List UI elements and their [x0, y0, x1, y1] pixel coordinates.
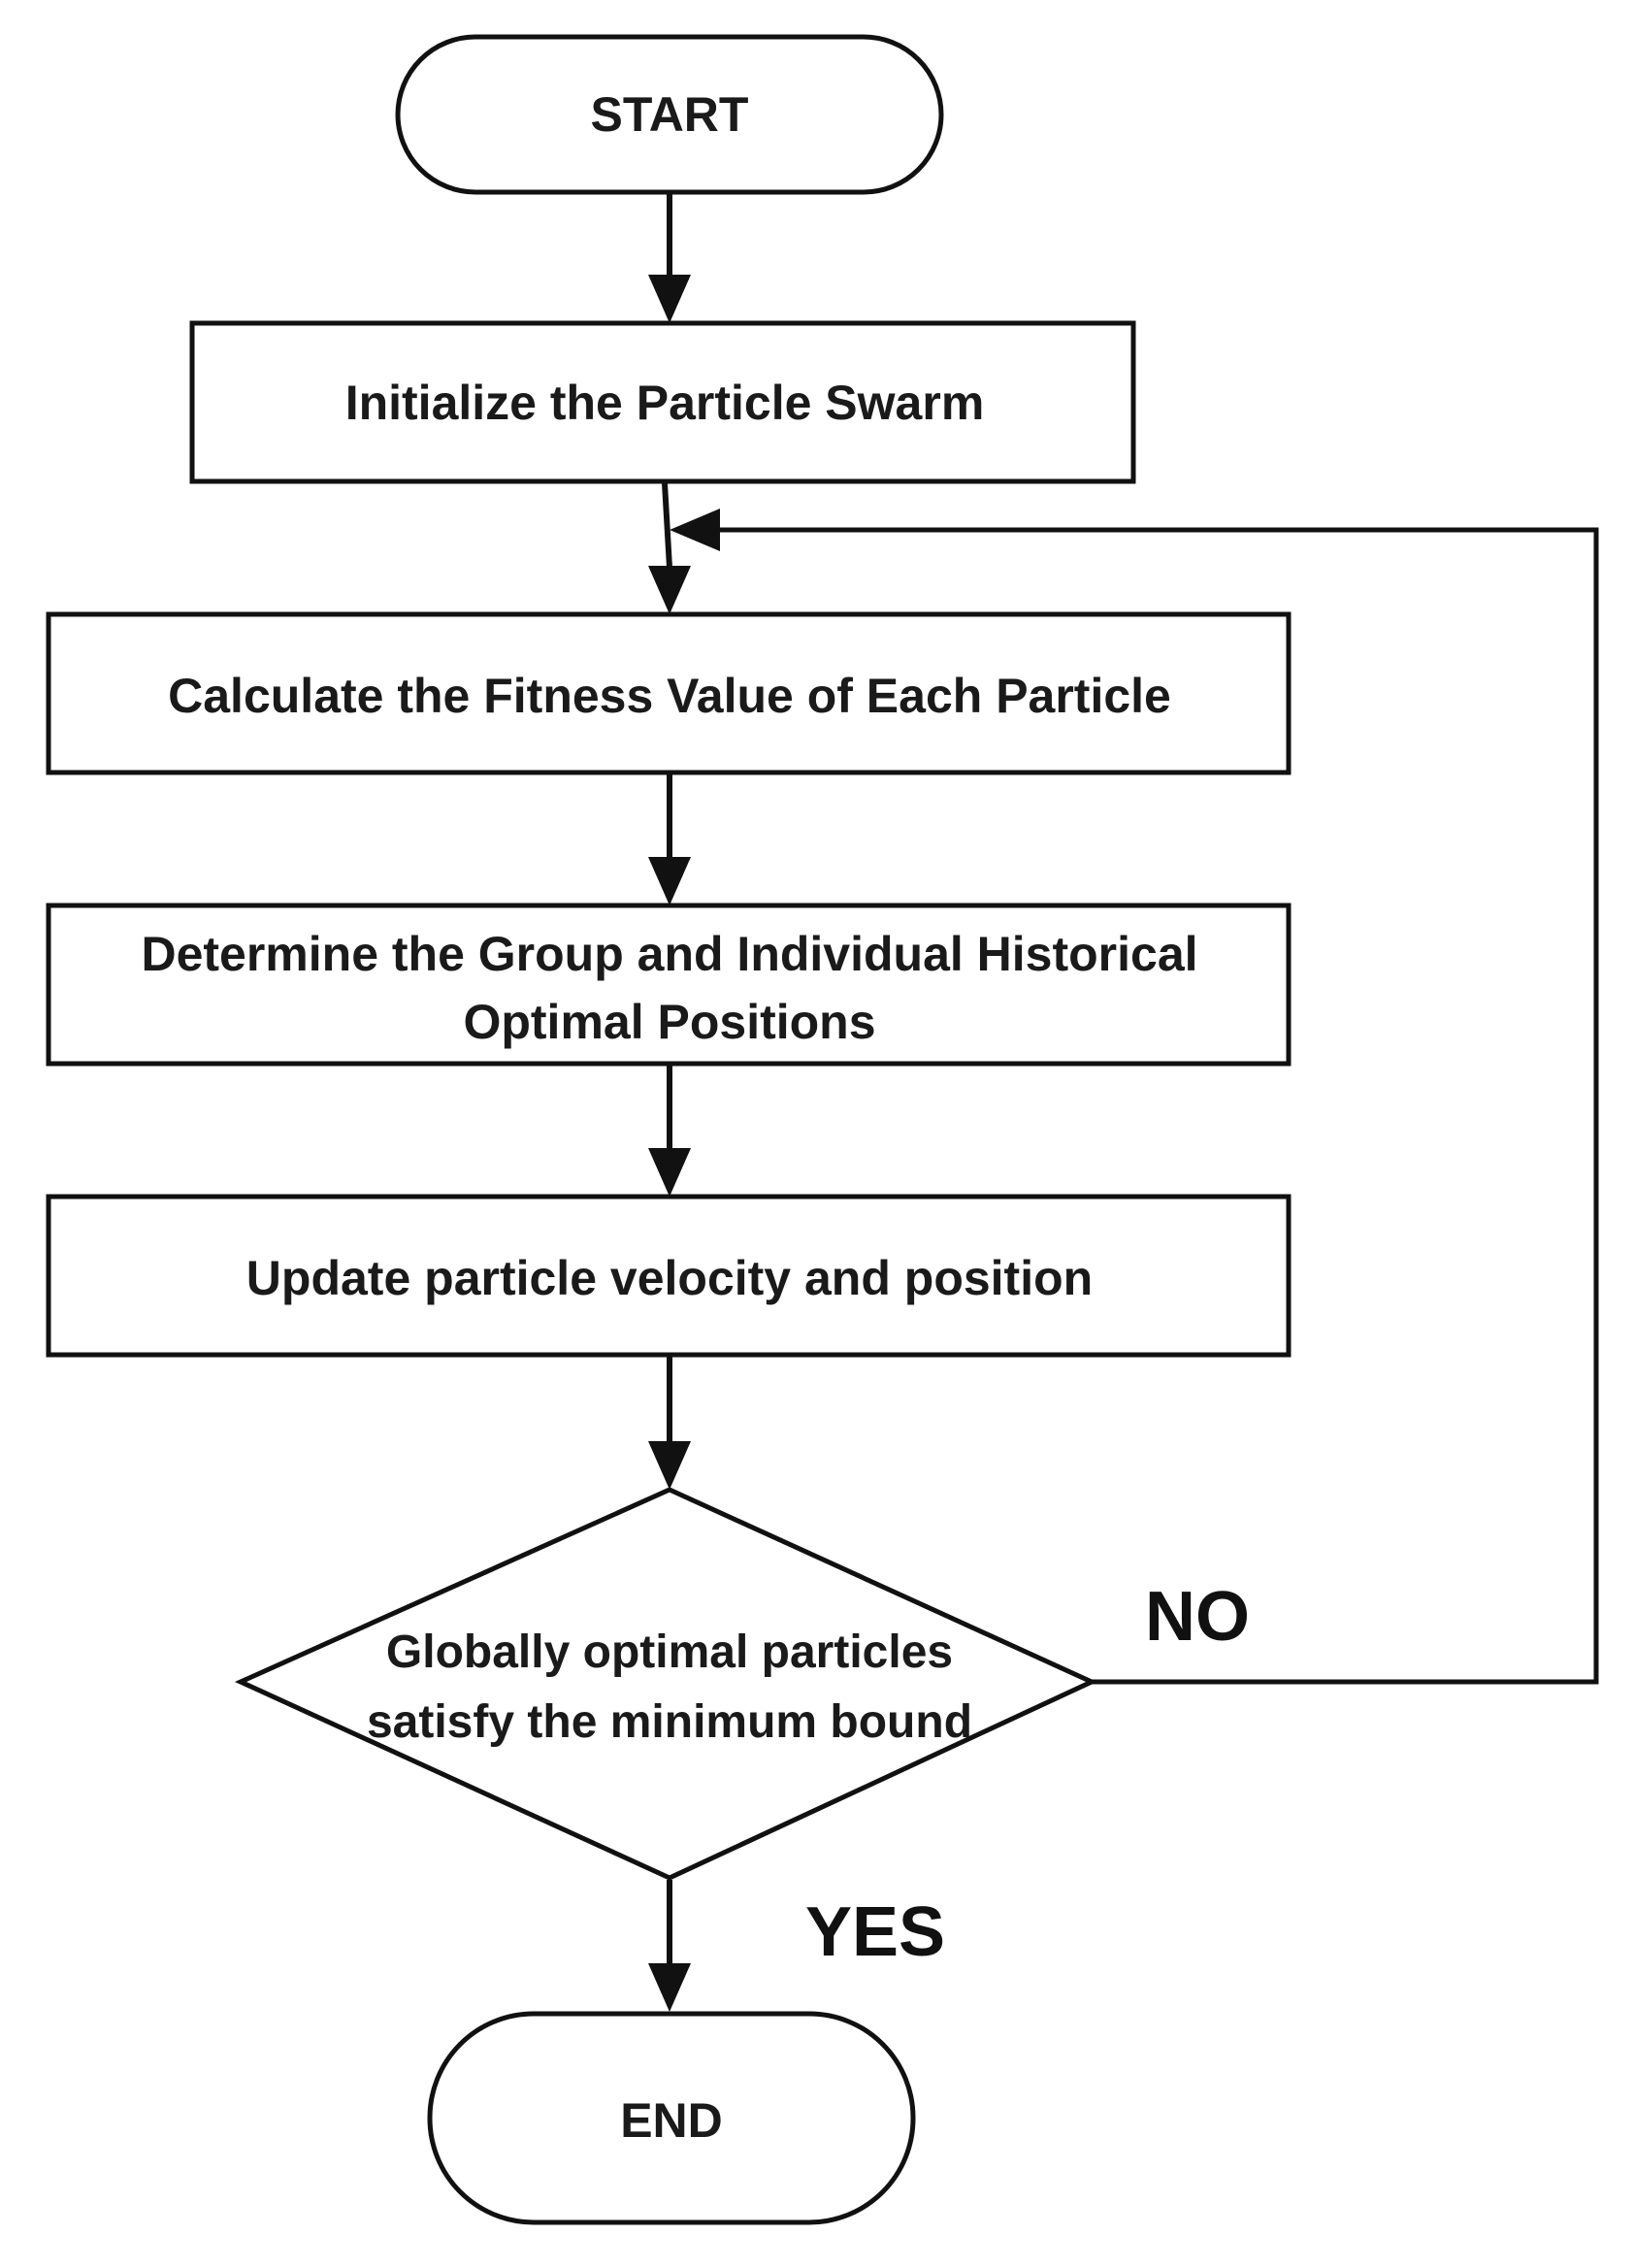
start-label: START	[591, 87, 749, 142]
decision-label-line1: Globally optimal particles	[386, 1627, 953, 1678]
init-label: Initialize the Particle Swarm	[345, 376, 985, 430]
loop-back-connector	[670, 509, 1599, 1685]
end-label: END	[620, 2093, 723, 2148]
update-node: Update particle velocity and position	[46, 1194, 1292, 1358]
update-label: Update particle velocity and position	[246, 1251, 1093, 1305]
init-process-box	[189, 320, 1136, 484]
end-node: END	[427, 2011, 916, 2225]
optimal-process-box	[46, 903, 1292, 1067]
arrow-optimal-to-update	[648, 1066, 691, 1197]
arrow-init-to-fitness	[648, 482, 691, 614]
decision-node: Globally optimal particles satisfy the m…	[234, 1487, 1097, 1881]
arrow-update-to-decision	[648, 1357, 691, 1490]
branch-no-label: NO	[1145, 1578, 1250, 1656]
optimal-node: Determine the Group and Individual Histo…	[46, 903, 1292, 1067]
decision-label-line2: satisfy the minimum bound	[367, 1696, 972, 1748]
arrow-decision-to-end	[648, 1880, 691, 2012]
arrow-fitness-to-optimal	[648, 774, 691, 905]
branch-yes-label: YES	[805, 1893, 945, 1971]
fitness-label: Calculate the Fitness Value of Each Part…	[168, 669, 1171, 723]
fitness-process-box	[46, 611, 1292, 775]
optimal-label-line1: Determine the Group and Individual Histo…	[141, 927, 1197, 981]
fitness-node: Calculate the Fitness Value of Each Part…	[46, 611, 1292, 775]
optimal-label-line2: Optimal Positions	[463, 995, 875, 1049]
decision-diamond	[234, 1487, 1097, 1881]
init-node: Initialize the Particle Swarm	[189, 320, 1136, 484]
arrow-start-to-init	[648, 194, 691, 323]
start-node: START	[395, 34, 944, 195]
end-terminal-shape	[427, 2011, 916, 2225]
start-terminal-shape	[395, 34, 944, 195]
update-process-box	[46, 1194, 1292, 1358]
